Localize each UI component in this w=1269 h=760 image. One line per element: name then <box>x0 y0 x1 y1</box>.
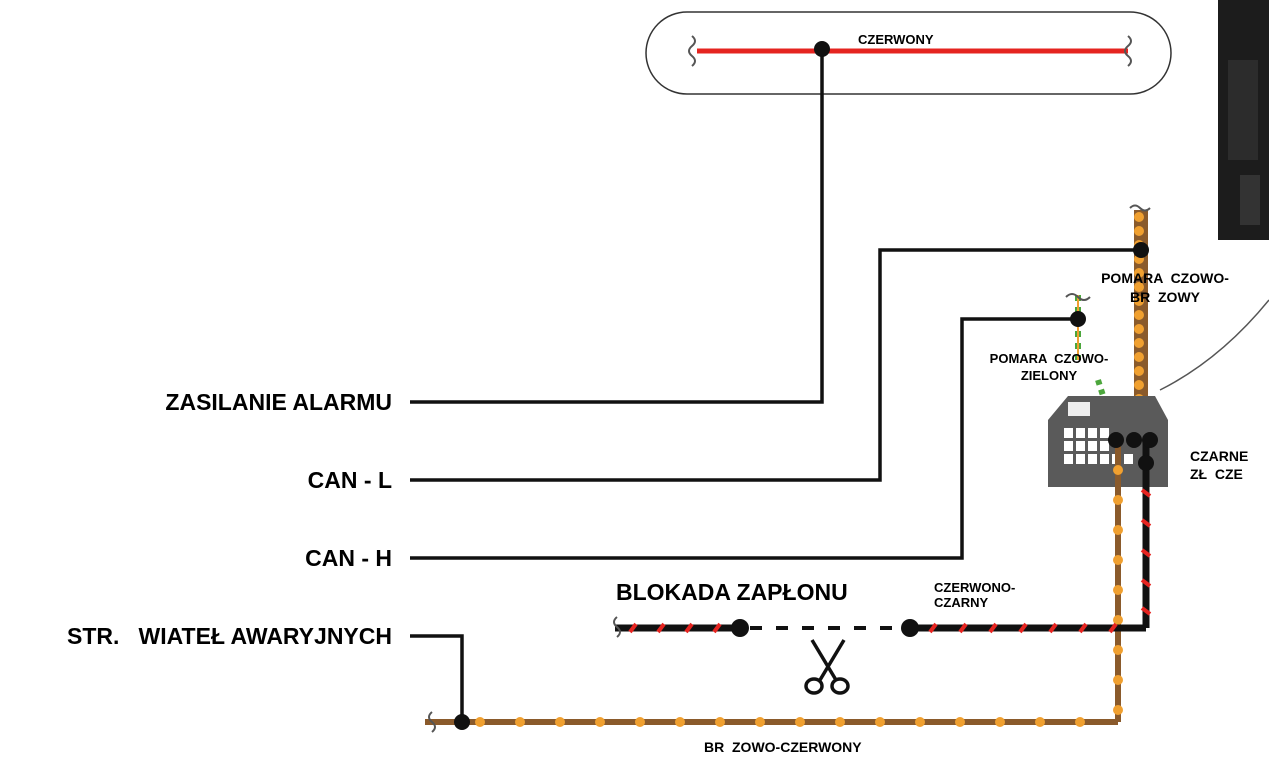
splice-dot-icon <box>1142 432 1158 448</box>
wire-break-icon <box>1065 293 1091 301</box>
hazard-lights-label: STR. WIATEŁ AWARYJNYCH <box>67 623 392 649</box>
can-l-label: CAN - L <box>308 467 392 493</box>
can-l-wire <box>410 248 1141 482</box>
brown-red-wire <box>425 440 1123 733</box>
can-h-label: CAN - H <box>305 545 392 571</box>
photo-leader-line <box>1159 299 1269 391</box>
splice-dot-icon <box>1108 432 1124 448</box>
connector-pins <box>1064 428 1133 464</box>
splice-dot-icon <box>454 714 470 730</box>
splice-dots <box>454 41 1158 730</box>
splice-dot-icon <box>1070 311 1086 327</box>
red-black-label-line2: CZARNY <box>934 595 988 610</box>
red-wire-label: CZERWONY <box>858 32 934 47</box>
hazard-wire <box>410 634 464 722</box>
splice-dot-icon <box>1133 242 1149 258</box>
splice-dot-icon <box>1126 432 1142 448</box>
wire-break-icon <box>1129 204 1151 212</box>
alarm-power-wire <box>410 51 824 404</box>
ignition-block-label: BLOKADA ZAPŁONU <box>616 579 848 605</box>
scissors-icon <box>804 639 850 695</box>
splice-dot-icon <box>814 41 830 57</box>
brown-red-label: BR ZOWO-CZERWONY <box>704 739 862 755</box>
ignition-wire-left <box>613 616 740 638</box>
orange-green-wire <box>1065 293 1119 437</box>
red-black-wire <box>910 440 1152 634</box>
red-black-label-line1: CZERWONO- <box>934 580 1015 595</box>
wire-break-icon <box>1124 35 1132 67</box>
signal-wires <box>410 51 1141 722</box>
wire-break-icon <box>428 711 436 733</box>
splice-dot-icon <box>901 619 919 637</box>
orange-brown-wire <box>1129 204 1151 430</box>
wire-break-icon <box>613 616 621 638</box>
dashboard-photo <box>1218 0 1269 240</box>
orange-brown-label-line1: POMARA CZOWO- <box>1101 270 1229 286</box>
orange-green-label-line1: POMARA CZOWO- <box>990 351 1109 366</box>
red-wire-capsule: CZERWONY <box>645 11 1172 95</box>
orange-green-label-line2: ZIELONY <box>1021 368 1078 383</box>
connector-icon <box>1048 396 1168 487</box>
wire-break-icon <box>688 35 696 67</box>
splice-dot-icon <box>1138 455 1154 471</box>
alarm-power-label: ZASILANIE ALARMU <box>165 389 392 415</box>
can-h-wire <box>410 317 1078 560</box>
black-connector-label-line2: ZŁ CZE <box>1190 466 1243 482</box>
black-connector-label-line1: CZARNE <box>1190 448 1248 464</box>
orange-brown-label-line2: BR ZOWY <box>1130 289 1201 305</box>
splice-dot-icon <box>731 619 749 637</box>
